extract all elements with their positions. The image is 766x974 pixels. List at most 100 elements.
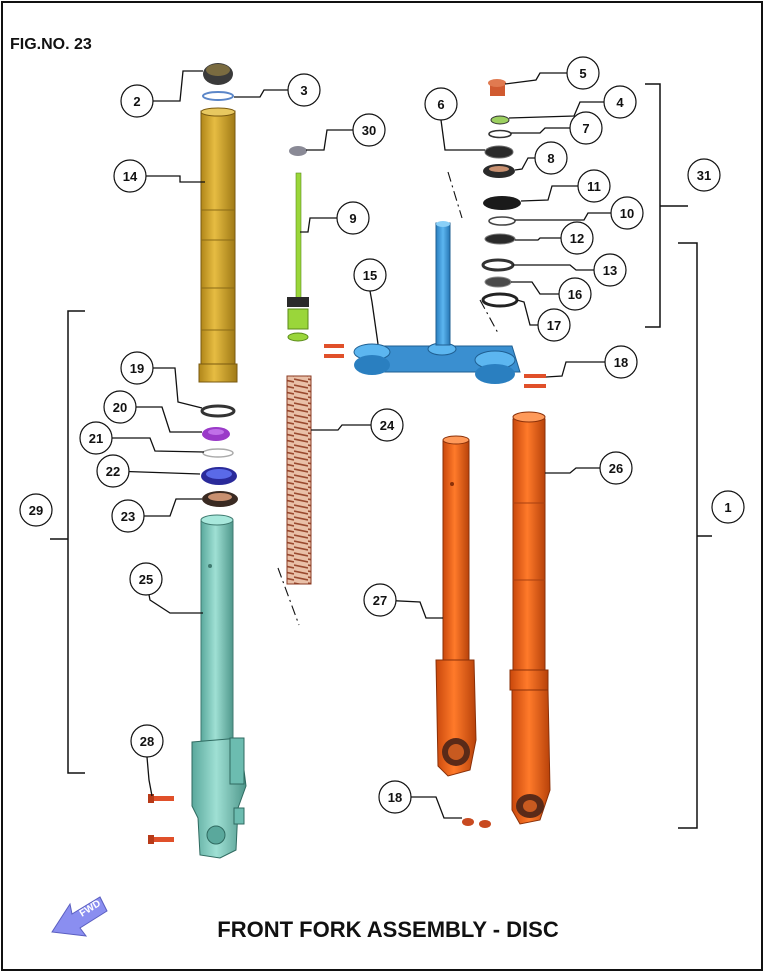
bearing-part-12 <box>484 233 516 245</box>
callout-1: 1 <box>711 490 745 524</box>
fork-leg-part-27 <box>435 435 477 777</box>
svg-text:19: 19 <box>130 361 144 376</box>
svg-text:27: 27 <box>373 593 387 608</box>
callout-15: 15 <box>353 258 387 292</box>
callout-23: 23 <box>111 499 145 533</box>
assembly-axis-lines <box>277 171 499 626</box>
seal-ring-part-19 <box>200 404 236 418</box>
svg-text:30: 30 <box>362 123 376 138</box>
damper-rod-part-9 <box>287 172 309 342</box>
svg-text:20: 20 <box>113 400 127 415</box>
svg-text:31: 31 <box>697 168 711 183</box>
svg-text:2: 2 <box>133 94 140 109</box>
dust-cover-part-8 <box>483 164 515 178</box>
bottom-bracket-part-15 <box>353 342 521 384</box>
svg-text:7: 7 <box>582 121 589 136</box>
svg-text:21: 21 <box>89 431 103 446</box>
oil-seal-part-23 <box>202 491 238 507</box>
svg-text:6: 6 <box>437 97 444 112</box>
callout-3: 3 <box>287 73 321 107</box>
diagram-title: FRONT FORK ASSEMBLY - DISC <box>217 917 559 942</box>
callout-13: 13 <box>593 253 627 287</box>
svg-text:18: 18 <box>614 355 628 370</box>
svg-text:12: 12 <box>570 231 584 246</box>
callout-16: 16 <box>558 277 592 311</box>
svg-text:28: 28 <box>140 734 154 749</box>
callout-18-lower: 18 <box>378 780 412 814</box>
inner-tube-part-25 <box>191 514 247 859</box>
bearing-race-part-11 <box>483 196 521 210</box>
bracket-group-29 <box>50 310 85 774</box>
svg-text:1: 1 <box>724 500 731 515</box>
bolts-part-18-lower <box>462 818 491 828</box>
adjust-nut-part-6 <box>484 145 514 159</box>
svg-text:11: 11 <box>587 179 601 194</box>
callout-6: 6 <box>424 87 458 121</box>
callout-26: 26 <box>599 451 633 485</box>
washer-part-7 <box>488 129 512 139</box>
fork-cap-part-2 <box>203 63 233 85</box>
callout-28: 28 <box>130 724 164 758</box>
svg-text:22: 22 <box>106 464 120 479</box>
svg-text:8: 8 <box>547 151 554 166</box>
svg-text:17: 17 <box>547 318 561 333</box>
lock-washer-part-4 <box>490 115 510 125</box>
fork-spring-part-24 <box>286 375 312 585</box>
pinch-bolts-part-15 <box>324 344 344 358</box>
callout-29: 29 <box>19 493 53 527</box>
callouts: 2 3 14 30 9 6 5 4 7 8 11 10 12 13 16 17 … <box>19 56 745 814</box>
figure-number: FIG.NO. 23 <box>10 36 92 53</box>
callout-18-upper: 18 <box>604 345 638 379</box>
svg-text:29: 29 <box>29 503 43 518</box>
svg-text:15: 15 <box>363 268 377 283</box>
svg-text:26: 26 <box>609 461 623 476</box>
callout-11: 11 <box>577 169 611 203</box>
fork-leg-part-26 <box>509 411 551 825</box>
callout-8: 8 <box>534 141 568 175</box>
callout-24: 24 <box>370 408 404 442</box>
callout-19: 19 <box>120 351 154 385</box>
bearing-part-10 <box>488 216 516 226</box>
callout-25: 25 <box>129 562 163 596</box>
callout-22: 22 <box>96 454 130 488</box>
callout-12: 12 <box>560 221 594 255</box>
svg-text:14: 14 <box>123 169 138 184</box>
callout-2: 2 <box>120 84 154 118</box>
svg-text:25: 25 <box>139 572 153 587</box>
callout-17: 17 <box>537 308 571 342</box>
svg-text:4: 4 <box>616 95 624 110</box>
washer-part-30 <box>289 146 307 156</box>
bearing-part-13 <box>481 258 515 272</box>
callout-4: 4 <box>603 85 637 119</box>
seal-part-17 <box>481 292 519 308</box>
svg-text:18: 18 <box>388 790 402 805</box>
o-ring-part-3 <box>202 91 234 101</box>
leader-lines <box>100 70 611 819</box>
callout-7: 7 <box>569 111 603 145</box>
outer-tube-part-14 <box>198 107 238 383</box>
svg-text:9: 9 <box>349 211 356 226</box>
callout-20: 20 <box>103 390 137 424</box>
callout-9: 9 <box>336 201 370 235</box>
bracket-group-1 <box>678 242 712 829</box>
clip-ring-part-21 <box>202 448 234 458</box>
svg-text:23: 23 <box>121 509 135 524</box>
svg-text:3: 3 <box>300 83 307 98</box>
callout-5: 5 <box>566 56 600 90</box>
callout-31: 31 <box>687 158 721 192</box>
steering-stem <box>435 221 451 346</box>
bracket-group-31 <box>645 83 688 328</box>
bushing-part-20 <box>202 427 230 441</box>
dust-seal-part-22 <box>201 467 237 485</box>
stem-nut-part-5 <box>488 79 506 96</box>
bolts-part-18-upper <box>524 374 546 388</box>
svg-text:16: 16 <box>568 287 582 302</box>
svg-text:5: 5 <box>579 66 586 81</box>
callout-30: 30 <box>352 113 386 147</box>
callout-14: 14 <box>113 159 147 193</box>
callout-10: 10 <box>610 196 644 230</box>
callout-21: 21 <box>79 421 113 455</box>
